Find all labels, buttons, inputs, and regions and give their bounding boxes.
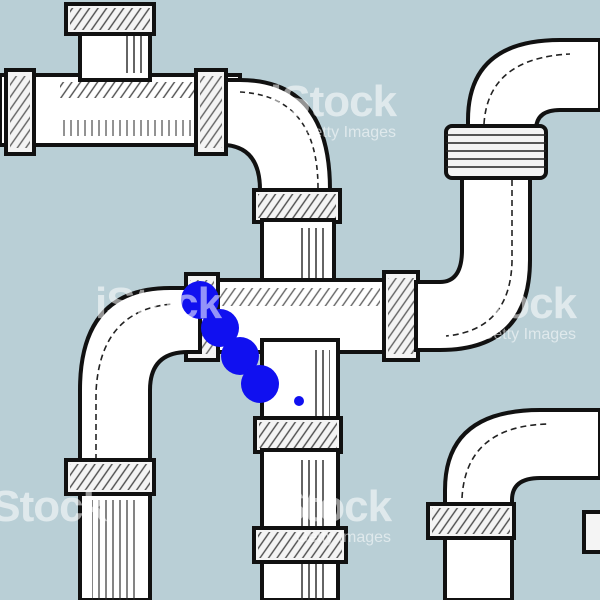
- blue-ball-3[interactable]: [221, 337, 259, 375]
- blue-ball-1[interactable]: [181, 281, 219, 319]
- top-left-tee-pipe: [0, 2, 242, 156]
- left-elbow-pipe: [64, 286, 202, 600]
- bottom-center-pipe: [252, 448, 348, 600]
- blue-ball-small[interactable]: [294, 396, 304, 406]
- blue-ball-2[interactable]: [201, 309, 239, 347]
- upper-elbow-pipe: [224, 78, 342, 224]
- bottom-right-elbow-pipe: [426, 408, 600, 600]
- right-s-bend-pipe: [414, 38, 600, 352]
- blue-ball-4[interactable]: [241, 365, 279, 403]
- ball-chain[interactable]: [181, 281, 304, 406]
